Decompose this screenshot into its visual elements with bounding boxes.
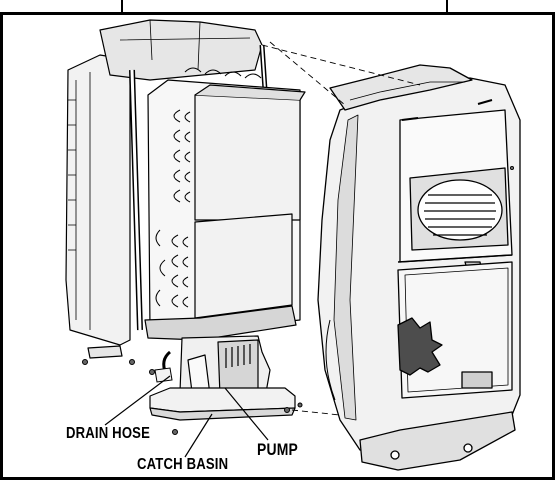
internal-chassis — [65, 19, 306, 359]
rear-duct-housing — [65, 54, 131, 346]
callout-leaders — [104, 375, 269, 458]
catch-basin-leader — [184, 413, 213, 458]
alignment-lines — [261, 41, 421, 416]
pump-leader — [224, 387, 269, 441]
catch-basin — [149, 387, 296, 421]
screws — [82, 359, 303, 435]
title-box-edge — [121, 0, 448, 14]
mounting-screws-right — [401, 99, 514, 170]
lower-coil — [194, 213, 293, 319]
pump-label: PUMP — [257, 440, 298, 459]
catch-basin-label: CATCH BASIN — [137, 456, 229, 473]
rear-duct-fins — [68, 99, 76, 251]
outer-cabinet — [317, 64, 521, 471]
blower-top — [99, 19, 263, 81]
louver-grille — [409, 167, 509, 251]
drain-hose-leader — [104, 375, 171, 426]
cutaway-view — [397, 317, 443, 376]
outlet-tube — [87, 345, 123, 359]
base-tray — [144, 305, 297, 341]
coil-u-bends — [155, 109, 191, 308]
drain-hose-label: DRAIN HOSE — [66, 425, 151, 442]
logo-plate — [461, 371, 493, 389]
upper-coil — [194, 94, 301, 221]
